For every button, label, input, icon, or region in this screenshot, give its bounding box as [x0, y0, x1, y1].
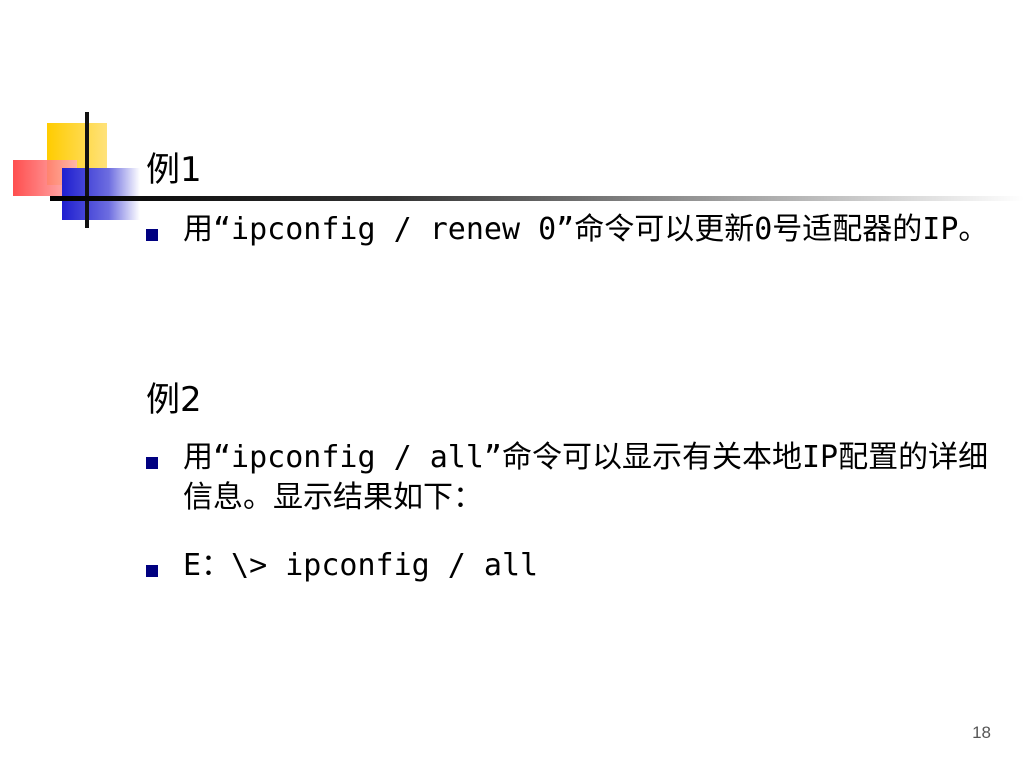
square-bullet-icon [146, 229, 158, 241]
example-2-title: 例2 [146, 380, 202, 420]
square-bullet-icon [146, 565, 158, 577]
header-decoration [13, 112, 1024, 228]
bullet-text: E：\> ipconfig / all [183, 548, 539, 583]
blue-square [62, 168, 140, 220]
horizontal-rule [50, 196, 1024, 201]
bullet-item: E：\> ipconfig / all [146, 546, 1006, 586]
page-number: 18 [972, 723, 991, 742]
bullet-text: 用“ipconfig / renew 0”命令可以更新0号适配器的IP。 [183, 212, 989, 247]
bullet-item: 用“ipconfig / renew 0”命令可以更新0号适配器的IP。 [146, 210, 1006, 250]
vertical-rule [85, 112, 89, 228]
bullet-item: 用“ipconfig / all”命令可以显示有关本地IP配置的详细信息。显示结… [146, 438, 1006, 518]
square-bullet-icon [146, 457, 158, 469]
bullet-text: 用“ipconfig / all”命令可以显示有关本地IP配置的详细信息。显示结… [183, 440, 989, 515]
example-1-title: 例1 [146, 150, 202, 190]
